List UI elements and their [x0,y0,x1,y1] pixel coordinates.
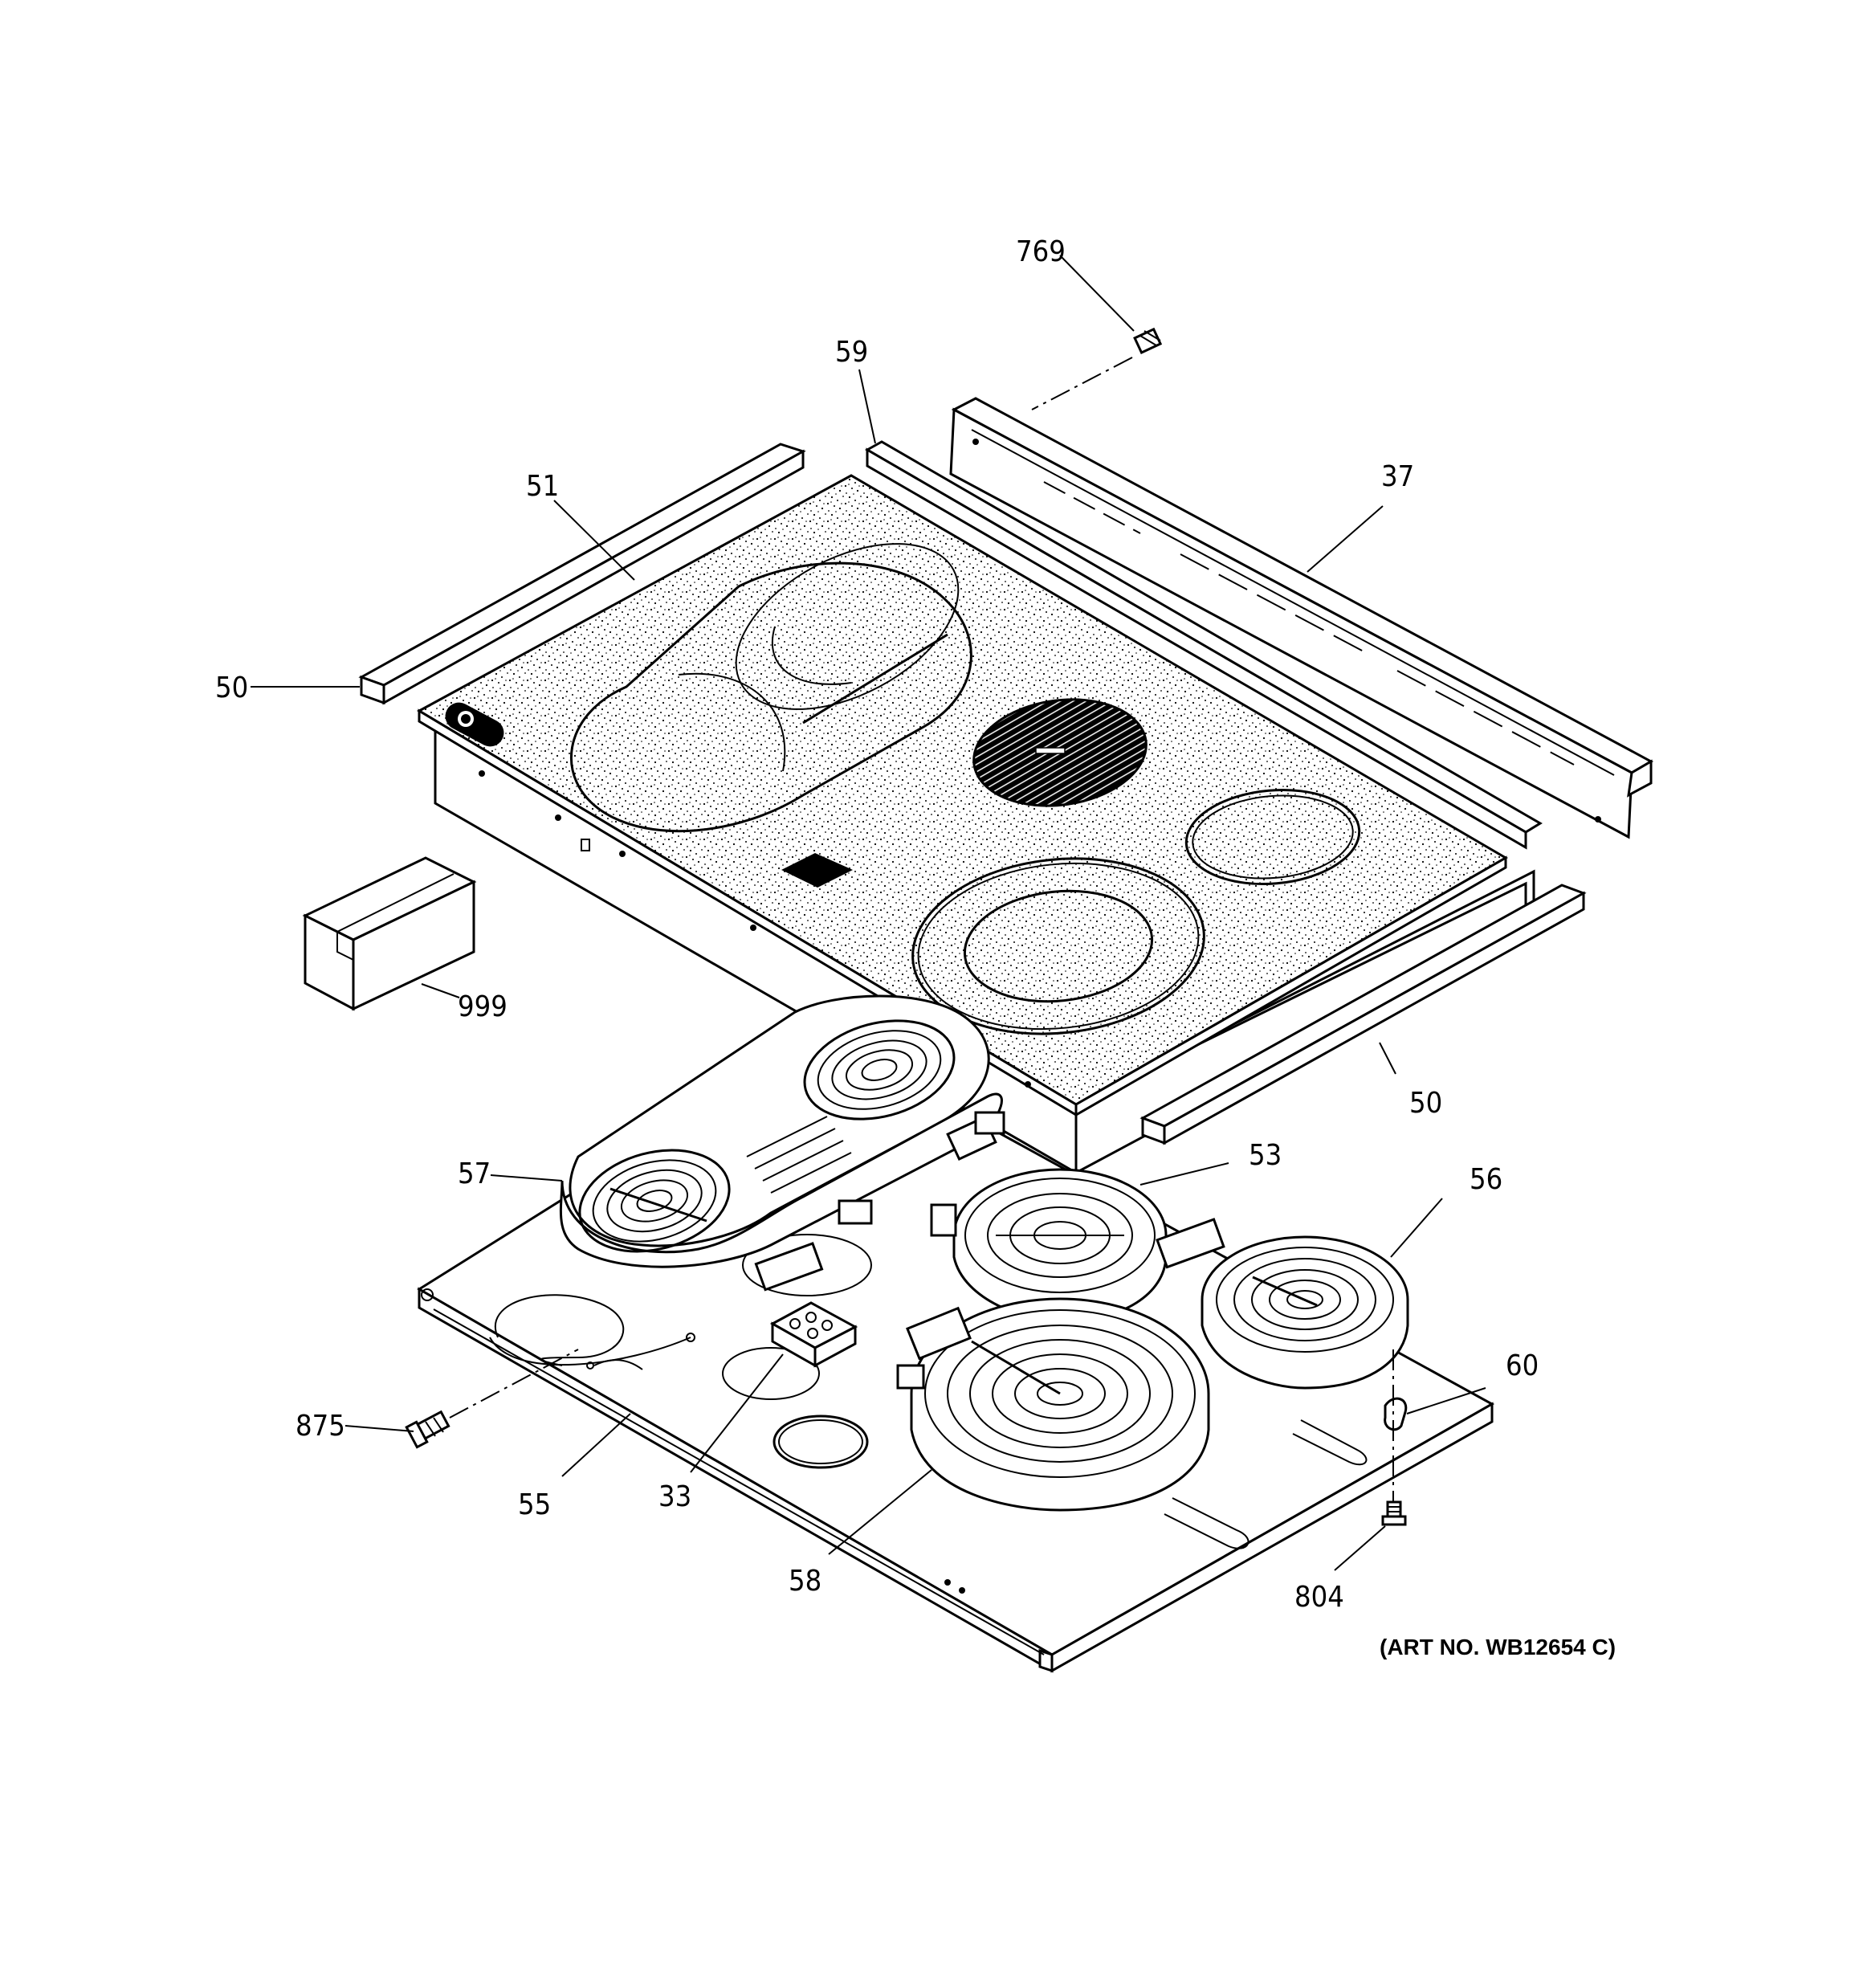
radiant-element-58 [896,1297,1210,1512]
rear-right-burner-outline [972,698,1148,807]
radiant-element-56 [1156,1218,1409,1390]
callout-56: 56 [1470,1163,1502,1196]
screw-769 [1133,327,1163,354]
terminal-block-33 [769,1301,858,1368]
callout-59: 59 [835,336,868,369]
side-trim-50-left [358,443,806,705]
callout-50-right: 50 [1409,1087,1442,1120]
callout-57: 57 [458,1157,491,1190]
screw-875 [405,1410,450,1449]
bridge-element-outline [569,543,972,833]
leader-lines [251,255,1486,1571]
callout-999: 999 [458,990,508,1023]
callout-58: 58 [789,1565,821,1598]
side-trim-50-right [1139,884,1587,1145]
clip-60 [1384,1397,1408,1431]
callout-50-left: 50 [215,672,248,704]
callout-33: 33 [658,1480,691,1513]
rear-trim-59 [864,440,1543,850]
bridge-element-57 [559,994,1005,1292]
callout-53: 53 [1249,1139,1282,1172]
rear-bracket-37 [949,397,1654,839]
callout-51: 51 [526,470,559,503]
callout-37: 37 [1381,460,1414,493]
art-number: (ART NO. WB12654 C) [1380,1635,1616,1659]
control-pad [781,853,853,888]
callout-804: 804 [1294,1581,1344,1614]
callout-769: 769 [1016,235,1066,268]
radiant-element-53 [930,1168,1168,1323]
parts-box-999 [302,856,477,1011]
callout-60: 60 [1506,1349,1539,1382]
screw-804 [1381,1500,1407,1526]
callout-875: 875 [296,1410,345,1443]
callout-55: 55 [518,1488,551,1521]
brand-logo-badge [445,702,504,747]
